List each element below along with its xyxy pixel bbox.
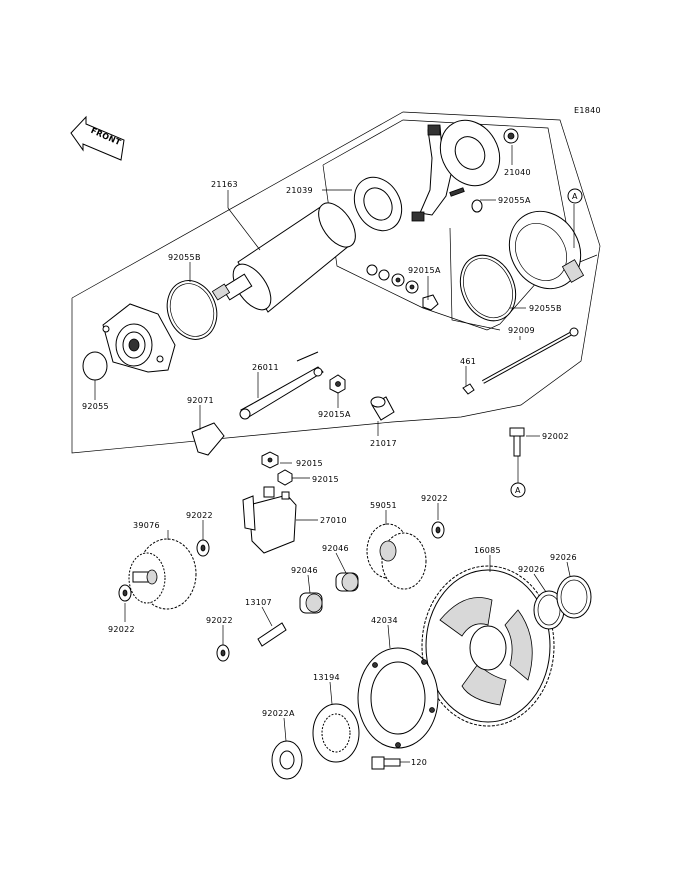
idle-gear-39076 — [128, 538, 197, 610]
reference-mark-a-top-label: A — [572, 192, 578, 201]
callout-13107: 13107 — [245, 598, 272, 607]
leader-lines — [94, 145, 575, 763]
callout-21163: 21163 — [211, 180, 238, 189]
washer-92026-b — [556, 575, 592, 619]
callout-42034: 42034 — [371, 616, 398, 625]
part-461 — [462, 383, 475, 395]
bolt-120 — [371, 756, 401, 770]
callout-21017: 21017 — [370, 439, 397, 448]
callout-92002: 92002 — [542, 432, 569, 441]
cap-21017 — [370, 396, 395, 421]
shaft-13107 — [257, 622, 287, 647]
callout-92026-b: 92026 — [550, 553, 577, 562]
needle-bearing-92046-b — [299, 592, 323, 614]
starter-clutch-gear-16085 — [421, 565, 555, 727]
bolt-92002 — [509, 427, 525, 457]
reference-mark-a-top — [567, 188, 583, 204]
callout-92015a: 92015A — [318, 410, 351, 419]
callout-92026-a: 92026 — [518, 565, 545, 574]
washer-stack-92015a — [366, 264, 439, 311]
callout-92022a: 92022A — [262, 709, 295, 718]
callout-16085: 16085 — [474, 546, 501, 555]
starter-relay-27010 — [242, 486, 297, 554]
clutch-13194 — [312, 703, 360, 763]
nut-92015-b — [277, 469, 293, 486]
callout-92015a-stack: 92015A — [408, 266, 441, 275]
callout-92022-d: 92022 — [206, 616, 233, 625]
callout-92046-b: 92046 — [291, 566, 318, 575]
o-ring-92055a — [471, 199, 483, 213]
one-way-clutch-42034 — [357, 647, 439, 749]
starter-idle-gear-59051 — [366, 523, 427, 590]
callout-92071: 92071 — [187, 396, 214, 405]
callout-92022-c: 92022 — [421, 494, 448, 503]
callout-92055b-left: 92055B — [168, 253, 201, 262]
rear-end-cover — [508, 210, 585, 290]
callout-92022-a: 92022 — [186, 511, 213, 520]
o-ring-92055 — [82, 351, 108, 381]
callout-59051: 59051 — [370, 501, 397, 510]
callout-39076: 39076 — [133, 521, 160, 530]
callout-21039: 21039 — [286, 186, 313, 195]
front-arrow-icon: FRONT — [70, 115, 125, 161]
callout-92015-a: 92015 — [296, 459, 323, 468]
part-callouts: 21163 21039 21040 92055A 92055B 92055B 9… — [82, 168, 577, 767]
callout-92055: 92055 — [82, 402, 109, 411]
callout-92009: 92009 — [508, 326, 535, 335]
o-ring-92055b-left — [166, 280, 218, 340]
diagram-id: E1840 — [574, 106, 601, 115]
callout-26011: 26011 — [252, 363, 279, 372]
callout-92022-b: 92022 — [108, 625, 135, 634]
reference-mark-a-bottom — [510, 482, 526, 498]
callout-27010: 27010 — [320, 516, 347, 525]
o-ring-92055b-right — [459, 254, 517, 322]
callout-92055a: 92055A — [498, 196, 531, 205]
callout-21040: 21040 — [504, 168, 531, 177]
assembly-outline — [71, 111, 601, 454]
callout-92015-b: 92015 — [312, 475, 339, 484]
brush-holder — [411, 119, 501, 222]
needle-bearing-92046-a — [335, 572, 359, 592]
callout-120: 120 — [411, 758, 427, 767]
callout-92055b-right: 92055B — [529, 304, 562, 313]
callout-13194: 13194 — [313, 673, 340, 682]
callout-92046-a: 92046 — [322, 544, 349, 553]
callout-461: 461 — [460, 357, 476, 366]
terminal-lead-26011 — [239, 351, 324, 420]
front-cover — [102, 303, 176, 373]
yoke-assembly — [211, 202, 356, 313]
brush-plate-21039 — [353, 176, 403, 232]
boot-92071 — [191, 422, 225, 456]
reference-mark-a-bottom-label: A — [515, 486, 521, 495]
